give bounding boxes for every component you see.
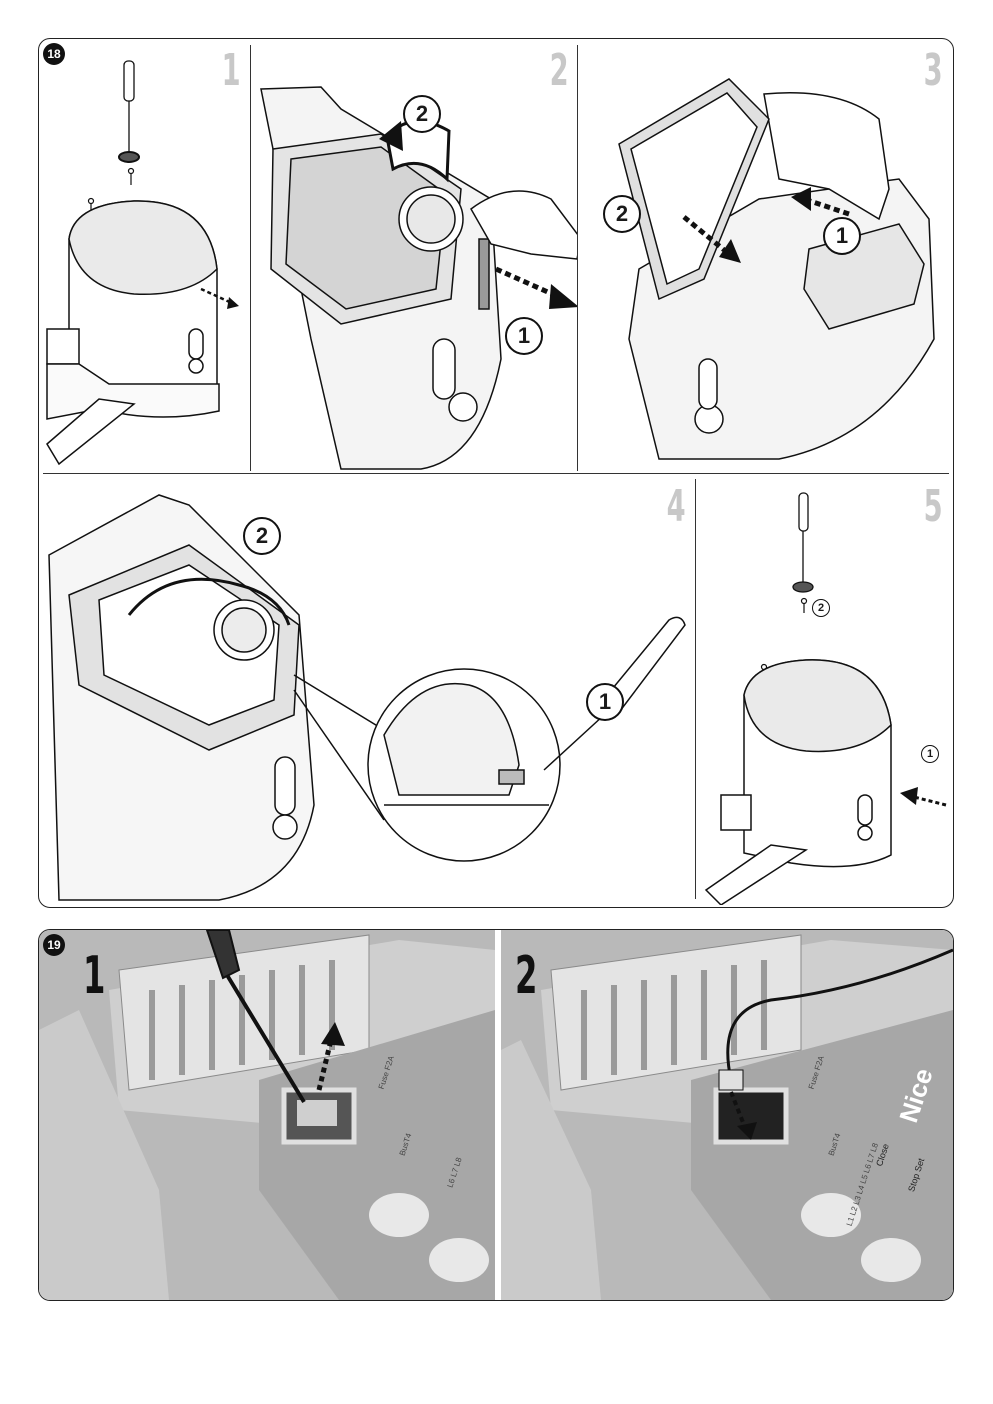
motor-unit-illustration	[46, 60, 239, 466]
arrow-icon	[494, 266, 561, 300]
step-panel-3: 3 2 1	[579, 39, 951, 471]
step-panel-5: 5 2 1	[696, 475, 951, 905]
panel-divider	[577, 45, 578, 471]
step-number: 3	[924, 45, 943, 96]
arrow-icon	[913, 795, 947, 807]
step-number: 4	[667, 481, 686, 532]
control-board-removal-illustration	[260, 86, 577, 470]
step-number: 1	[83, 946, 106, 1006]
arrow-icon	[729, 1091, 748, 1131]
figure-18: 18 1	[38, 38, 954, 908]
bust4-port-photo	[39, 930, 495, 1300]
callout-badge: 2	[812, 599, 830, 617]
rotate-arrow-icon	[118, 151, 140, 163]
screwdriver-icon	[123, 60, 135, 159]
photo-panel-1: 1	[39, 930, 495, 1300]
callout-badge: 1	[586, 683, 624, 721]
callout-badge: 2	[243, 517, 281, 555]
step-panel-1: 1	[39, 39, 249, 471]
callout-badge: 2	[603, 195, 641, 233]
rotate-arrow-icon	[385, 119, 451, 183]
figure-badge: 19	[43, 934, 65, 956]
step-panel-2: 2 2 1	[251, 39, 577, 471]
callout-badge: 1	[921, 745, 939, 763]
step-number: 2	[515, 946, 538, 1006]
bust4-cable-photo	[501, 930, 953, 1300]
figure-badge: 18	[43, 43, 65, 65]
panel-divider	[250, 45, 251, 471]
arrow-icon	[682, 196, 850, 256]
step-number: 5	[924, 481, 943, 532]
panel-divider	[495, 930, 501, 1300]
cover-reinstall-illustration	[704, 492, 947, 905]
cable-connection-illustration	[48, 494, 686, 901]
step-panel-4: 4 2 1	[39, 475, 694, 905]
panel-divider	[43, 473, 949, 474]
callout-badge: 1	[823, 217, 861, 255]
photo-panel-2: 2 Fuse F2A BusT4	[501, 930, 953, 1300]
step-number: 2	[550, 45, 569, 96]
figure-19: 19 1	[38, 929, 954, 1301]
board-insertion-illustration	[618, 78, 935, 460]
screwdriver-icon	[792, 492, 814, 593]
panel-divider	[695, 479, 696, 899]
callout-badge: 1	[505, 317, 543, 355]
screwdriver-icon	[205, 930, 306, 1104]
zoom-detail	[293, 668, 561, 862]
callout-badge: 2	[403, 95, 441, 133]
step-number: 1	[222, 45, 241, 96]
